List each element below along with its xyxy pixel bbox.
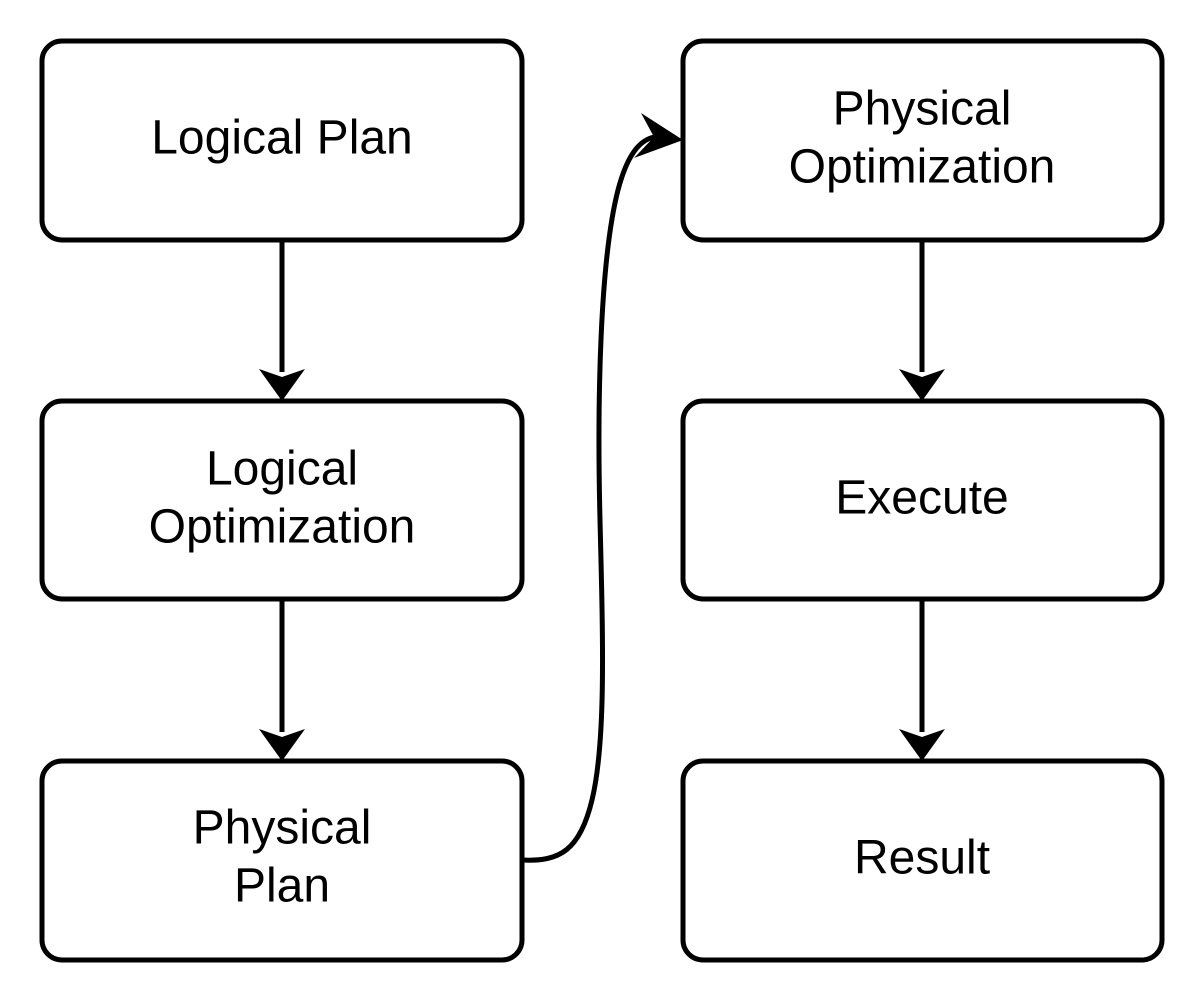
node-logical-plan[interactable]: Logical Plan: [39, 38, 525, 243]
arrowhead-down-icon: [899, 369, 945, 401]
edge-logical-plan-to-logical-optimization: [259, 240, 305, 401]
node-physical-optimization-label-line1: Physical: [833, 83, 1012, 136]
arrowhead-down-icon: [259, 729, 305, 761]
node-result-shape[interactable]: [680, 758, 1165, 963]
node-logical-plan-shape[interactable]: [39, 38, 525, 243]
node-physical-optimization-shape[interactable]: [680, 38, 1165, 243]
edge-physical-plan-to-physical-optimization: [519, 113, 683, 863]
node-result-label: Result: [854, 832, 990, 885]
node-physical-plan-shape[interactable]: [39, 758, 525, 963]
node-logical-optimization-shape[interactable]: [39, 398, 525, 602]
arrowhead-right-icon: [634, 113, 683, 158]
node-execute-label: Execute: [835, 472, 1008, 525]
node-logical-optimization-label-line2: Optimization: [149, 501, 416, 554]
arrowhead-down-icon: [259, 369, 305, 401]
node-execute-shape[interactable]: [680, 398, 1165, 602]
node-physical-optimization-label-line2: Optimization: [789, 141, 1056, 194]
node-logical-optimization-label-line1: Logical: [206, 443, 358, 496]
node-logical-optimization[interactable]: Logical Optimization: [39, 398, 525, 602]
node-physical-plan-label-line1: Physical: [193, 802, 372, 855]
node-execute[interactable]: Execute: [680, 398, 1165, 602]
arrowhead-down-icon: [899, 729, 945, 761]
edge-logical-optimization-to-physical-plan: [259, 599, 305, 761]
edge-curve-segment: [519, 134, 657, 863]
edge-physical-optimization-to-execute: [899, 240, 945, 401]
node-physical-plan[interactable]: Physical Plan: [39, 758, 525, 963]
edge-execute-to-result: [899, 599, 945, 761]
node-logical-plan-label: Logical Plan: [151, 112, 413, 165]
node-physical-optimization[interactable]: Physical Optimization: [680, 38, 1165, 243]
node-result[interactable]: Result: [680, 758, 1165, 963]
node-physical-plan-label-line2: Plan: [234, 860, 330, 913]
